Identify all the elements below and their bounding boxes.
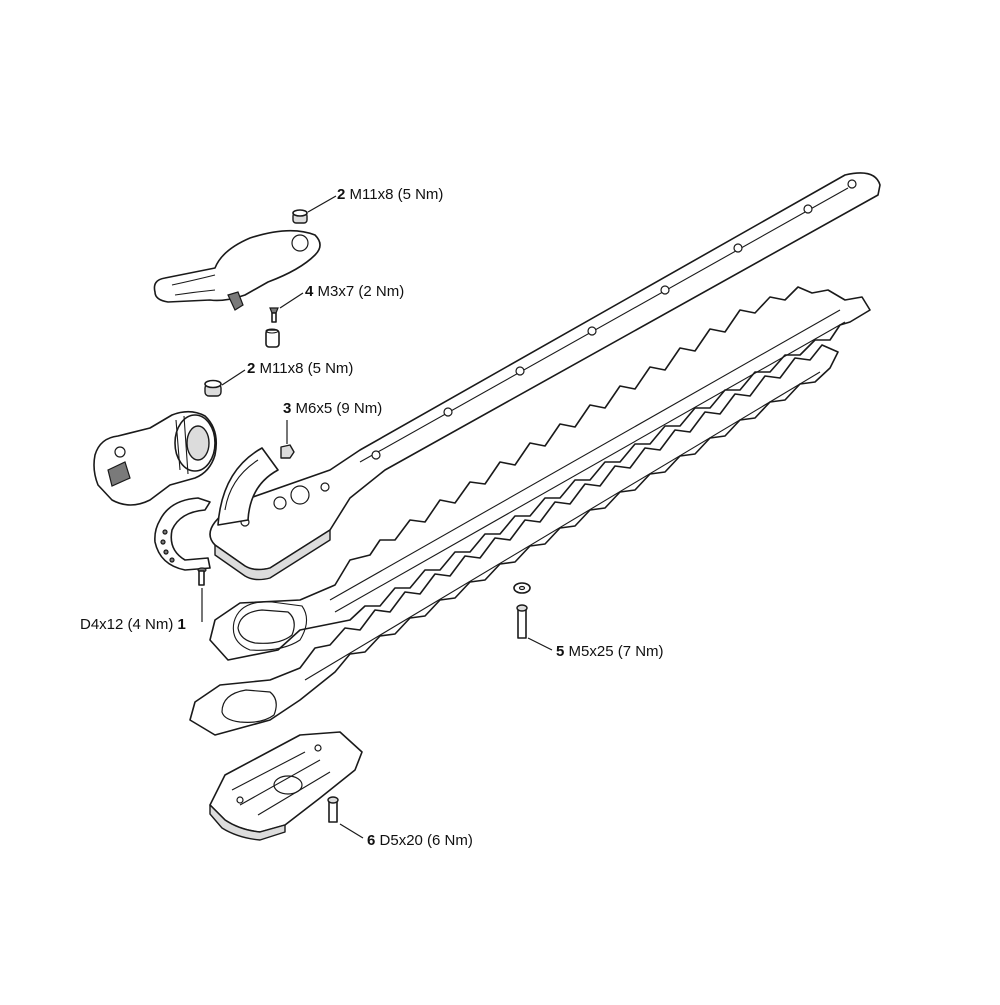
washer-5 [513, 582, 531, 594]
nut-3 [280, 444, 295, 459]
callout-screw-6: 6 D5x20 (6 Nm) [367, 832, 473, 850]
callout-spec: M11x8 (5 Nm) [349, 186, 444, 203]
callout-screw-2-middle: 2 M11x8 (5 Nm) [247, 360, 353, 378]
callout-number: 2 [337, 186, 346, 203]
callout-screw-2-top: 2 M11x8 (5 Nm) [337, 186, 443, 204]
lower-cutter-blade [189, 344, 839, 736]
screw-2-top [292, 209, 308, 224]
gearbox-housing [93, 410, 218, 506]
screw-4 [269, 307, 279, 323]
callout-number: 1 [177, 616, 186, 633]
callout-screw-5: 5 M5x25 (7 Nm) [556, 643, 664, 661]
callout-spec: D4x12 (4 Nm) [80, 616, 174, 633]
callout-screw-1: D4x12 (4 Nm) 1 [80, 616, 186, 634]
callout-number: 6 [367, 832, 376, 849]
bottom-plate [209, 731, 363, 841]
screw-5 [516, 604, 528, 639]
callout-spec: M5x25 (7 Nm) [568, 643, 664, 660]
callout-number: 2 [247, 360, 256, 377]
callout-number: 5 [556, 643, 565, 660]
top-handle-cover [153, 229, 321, 311]
callout-spec: M6x5 (9 Nm) [295, 400, 383, 417]
callout-screw-4: 4 M3x7 (2 Nm) [305, 283, 404, 301]
guide-bar [209, 172, 881, 581]
callout-spec: M11x8 (5 Nm) [259, 360, 354, 377]
upper-cutter-blade [209, 286, 871, 661]
callout-spec: D5x20 (6 Nm) [379, 832, 473, 849]
callout-nut-3: 3 M6x5 (9 Nm) [283, 400, 382, 418]
screw-2-middle [204, 379, 222, 397]
callout-number: 4 [305, 283, 314, 300]
screw-1 [197, 567, 207, 586]
callout-spec: M3x7 (2 Nm) [317, 283, 405, 300]
screw-6 [327, 796, 339, 823]
callout-number: 3 [283, 400, 292, 417]
sleeve [265, 328, 280, 348]
leader-lines [201, 195, 553, 839]
gear-guard-strip [154, 497, 211, 571]
